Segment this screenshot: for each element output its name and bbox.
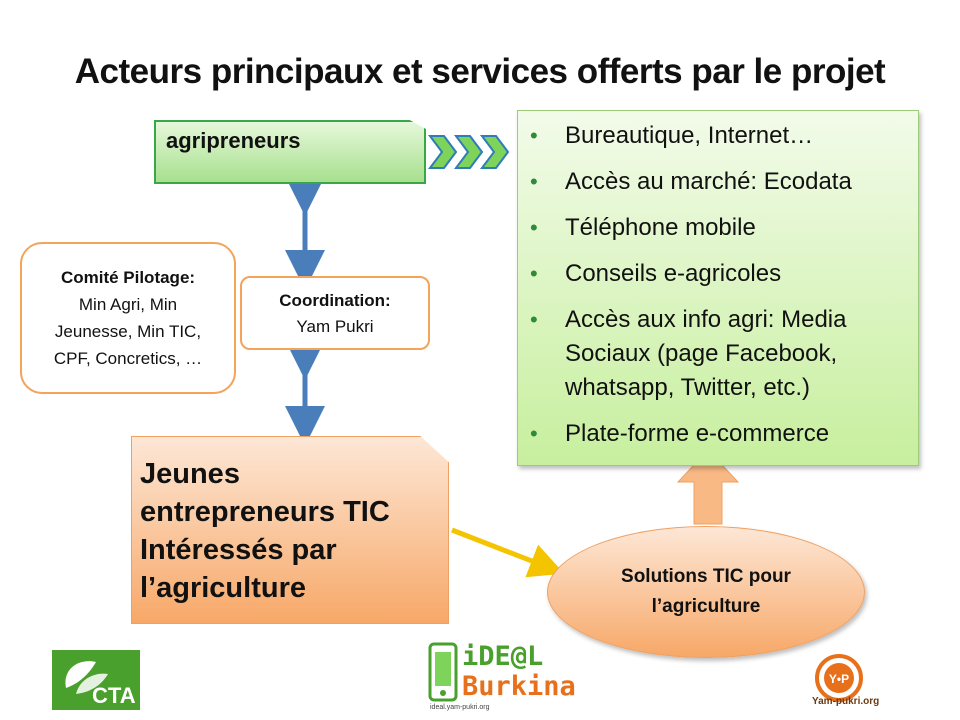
- bullet-icon: •: [530, 215, 538, 240]
- list-item: • Conseils e-agricoles: [530, 257, 908, 291]
- ideal-line: Burkina: [462, 671, 576, 702]
- jeunes-line: entrepreneurs TIC: [140, 496, 390, 528]
- service-label: Accès au marché: Ecodata: [565, 168, 852, 195]
- service-label: Accès aux info agri: Media Sociaux (page…: [565, 306, 847, 401]
- phone-icon: [428, 642, 458, 702]
- page-title: Acteurs principaux et services offerts p…: [74, 52, 886, 91]
- list-item: • Plate-forme e-commerce: [530, 417, 908, 451]
- service-label: Plate-forme e-commerce: [565, 420, 830, 447]
- comite-line: Jeunesse, Min TIC,: [54, 322, 202, 341]
- chevron-arrows: [428, 135, 510, 169]
- service-label: Bureautique, Internet…: [565, 122, 814, 149]
- ideal-burkina-logo: iDE@L Burkina: [462, 642, 576, 702]
- ideal-url: ideal.yam-pukri.org: [430, 704, 490, 711]
- bullet-icon: •: [530, 169, 538, 194]
- services-list: • Bureautique, Internet… • Accès au marché…: [518, 111, 918, 451]
- list-item: • Accès au marché: Ecodata: [530, 165, 908, 199]
- cta-logo: [52, 650, 140, 710]
- comite-line: CPF, Concretics, …: [53, 349, 203, 368]
- leaf-icon: [65, 661, 108, 694]
- coordination-box: Coordination: Yam Pukri: [240, 276, 430, 350]
- comite-pilotage-box: Comité Pilotage: Min Agri, Min Jeunesse,…: [20, 242, 236, 394]
- solutions-line: Solutions TIC pour: [621, 566, 791, 587]
- service-label: Téléphone mobile: [565, 214, 756, 241]
- agripreneurs-box: [154, 120, 426, 184]
- bullet-icon: •: [530, 421, 538, 446]
- solutions-line: l’agriculture: [651, 596, 761, 617]
- coordination-body: Yam Pukri: [296, 317, 374, 336]
- ideal-line: iDE@L: [462, 641, 544, 672]
- service-label: Conseils e-agricoles: [565, 260, 782, 287]
- yam-url: Yam-pukri.org: [812, 696, 880, 707]
- bullet-icon: •: [530, 307, 538, 332]
- comite-heading: Comité Pilotage:: [60, 268, 196, 287]
- list-item: • Bureautique, Internet…: [530, 119, 908, 153]
- cta-logo-text: CTA: [92, 683, 136, 708]
- bullet-icon: •: [530, 261, 538, 286]
- comite-line: Min Agri, Min: [78, 295, 178, 314]
- bullet-icon: •: [530, 123, 538, 148]
- yam-mark: Y•P: [829, 672, 849, 686]
- jeunes-line: Jeunes: [140, 458, 240, 490]
- coordination-heading: Coordination:: [279, 291, 391, 310]
- up-arrow-solutions-services: [676, 449, 740, 525]
- agripreneurs-label: agripreneurs: [166, 128, 301, 153]
- jeunes-entrepreneurs-label: Jeunes entrepreneurs TIC Intéressés par …: [140, 455, 440, 607]
- jeunes-entrepreneurs-box: [131, 436, 449, 624]
- list-item: • Téléphone mobile: [530, 211, 908, 245]
- services-box: • Bureautique, Internet… • Accès au marché…: [517, 110, 919, 466]
- yam-pukri-logo: Y•P: [815, 654, 863, 702]
- list-item: • Accès aux info agri: Media Sociaux (pag…: [530, 303, 908, 405]
- arrow-jeunes-solutions: [451, 527, 565, 578]
- jeunes-line: Intéressés par: [140, 534, 337, 566]
- jeunes-line: l’agriculture: [140, 572, 306, 604]
- solutions-ellipse: Solutions TIC pour l’agriculture: [547, 526, 865, 658]
